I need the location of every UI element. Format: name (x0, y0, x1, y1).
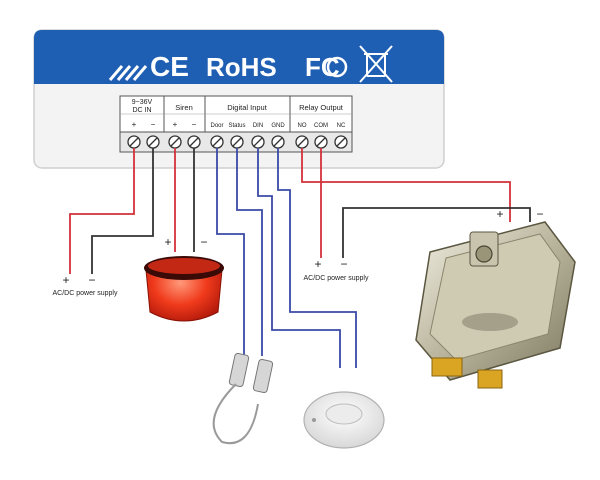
stripe-mark (108, 65, 148, 81)
siren-top (148, 258, 220, 274)
din-terminal-label: DIN (253, 123, 263, 129)
door-contact-cable (212, 383, 259, 445)
relay-no-wire (301, 148, 511, 222)
middle-power-supply: + − AC/DC power supply (304, 257, 369, 282)
siren-strobe: + − (144, 235, 224, 322)
detector-wire-1 (257, 148, 341, 368)
smoke-detector (303, 391, 385, 449)
lock-wire-minus: − (536, 207, 543, 221)
siren-plus-label: + (173, 120, 178, 129)
lock-brand-emboss (462, 313, 518, 331)
siren-wire-plus: + (164, 235, 171, 249)
dc-in-plus-label: + (132, 120, 137, 129)
mid-supply-minus: − (340, 257, 347, 271)
siren-minus-label: − (192, 120, 197, 129)
door-contact-sensor (228, 352, 250, 388)
digital-input-group-label: Digital Input (227, 103, 268, 112)
door-magnetic-contact (212, 352, 274, 445)
dc-in-label-line2: DC IN (132, 107, 151, 114)
dc-in-plus-wire (69, 148, 135, 274)
detector-indicator-icon (312, 418, 316, 422)
lock-minus-wire (342, 207, 531, 258)
fcc-c-mark (326, 56, 348, 78)
controller-board: CE RoHS FC 9~36V DC IN Siren Digital Inp… (33, 29, 445, 169)
left-supply-plus: + (62, 273, 69, 287)
wires (69, 148, 531, 368)
door-contact-wire-2 (236, 148, 263, 356)
left-supply-minus: − (88, 273, 95, 287)
siren-group-label: Siren (175, 103, 193, 112)
detector-wire-2 (277, 148, 357, 368)
rohs-mark: RoHS (206, 52, 277, 82)
header-band (34, 30, 444, 84)
com-terminal-label: COM (314, 123, 328, 129)
door-contact-magnet (252, 358, 274, 394)
no-terminal-label: NO (298, 123, 307, 129)
nc-terminal-label: NC (337, 123, 346, 129)
status-terminal-label: Status (228, 123, 245, 129)
lock-wire-plus: + (496, 207, 503, 221)
mid-supply-plus: + (314, 257, 321, 271)
door-terminal-label: Door (210, 123, 223, 129)
fcc-mark: FC (305, 52, 340, 82)
gnd-terminal-label: GND (271, 123, 285, 129)
lock-face-plate (429, 233, 561, 361)
left-power-supply: + − AC/DC power supply (53, 273, 118, 297)
electric-lock: + − (415, 207, 576, 389)
dc-in-label-line1: 9~36V (132, 99, 153, 106)
detector-center (325, 403, 363, 425)
dc-in-minus-wire (91, 148, 154, 274)
ce-mark: CE (150, 51, 189, 82)
left-supply-label: AC/DC power supply (53, 290, 118, 297)
lock-cylinder-icon (475, 245, 493, 263)
mid-supply-label: AC/DC power supply (304, 275, 369, 282)
lock-latch-bolt (431, 357, 463, 377)
weee-bin-icon (359, 45, 393, 83)
siren-wire-minus: − (200, 235, 207, 249)
lock-deadbolt (477, 369, 503, 389)
door-contact-wire-1 (216, 148, 245, 356)
dc-in-minus-label: − (151, 120, 156, 129)
relay-output-group-label: Relay Output (299, 103, 344, 112)
